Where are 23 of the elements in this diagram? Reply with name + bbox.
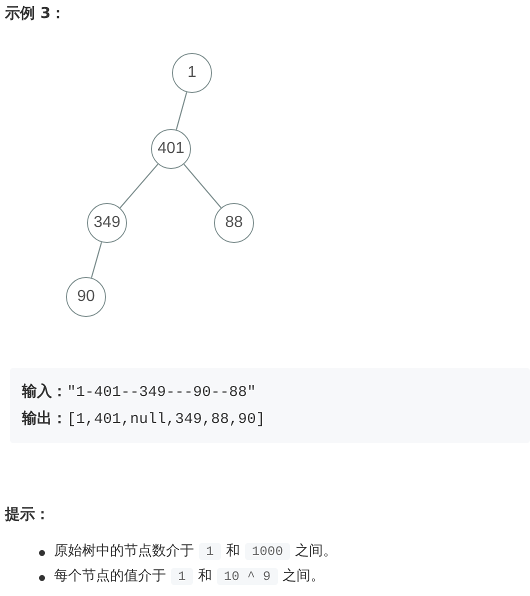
- tree-edge: [120, 164, 158, 208]
- text: 每个节点的值介于: [54, 567, 166, 585]
- text: 原始树中的节点数介于: [54, 542, 194, 560]
- inline-code: 1: [199, 542, 221, 560]
- section-heading: 提示：: [5, 505, 50, 524]
- tree-edge: [176, 92, 188, 130]
- text: 和: [198, 567, 212, 585]
- text: 和: [226, 542, 240, 560]
- code-line: 输入："1-401--349---90--88": [22, 382, 256, 401]
- tree-node-circle: 401: [151, 129, 191, 169]
- tree-edge: [184, 164, 222, 208]
- inline-code: 10 ^ 9: [216, 568, 278, 584]
- tree-node-circle: 1: [172, 53, 212, 93]
- tree-node-circle: 90: [66, 277, 106, 317]
- text: 之间。: [282, 567, 325, 585]
- tree-node-circle: 349: [87, 203, 127, 243]
- tree-edge: [90, 242, 102, 278]
- inline-code: 1000: [244, 542, 290, 560]
- code-line: 输出：[1,401,null,349,88,90]: [22, 409, 266, 428]
- text: 之间。: [295, 542, 338, 560]
- tree-node-circle: 88: [214, 203, 254, 243]
- inline-code: 1: [171, 568, 193, 584]
- title: 示例 3：: [5, 4, 66, 23]
